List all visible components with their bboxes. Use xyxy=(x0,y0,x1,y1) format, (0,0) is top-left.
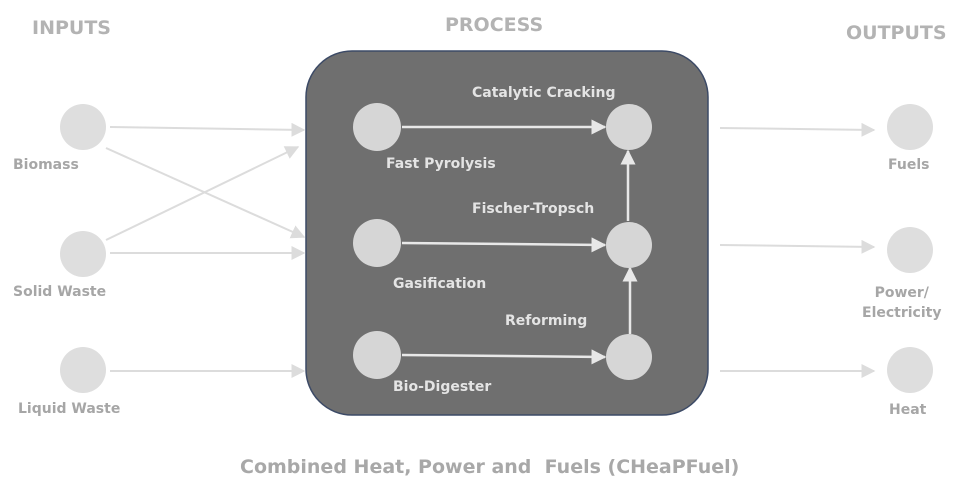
label-reforming: Reforming xyxy=(505,313,588,329)
node-reforming xyxy=(606,334,652,380)
label-heat: Heat xyxy=(889,402,927,418)
label-bio-digester: Bio-Digester xyxy=(393,379,492,395)
label-fuels: Fuels xyxy=(888,157,930,173)
node-fischer-tropsch xyxy=(606,222,652,268)
label-fischer-tropsch: Fischer-Tropsch xyxy=(472,201,595,217)
header-outputs: OUTPUTS xyxy=(846,22,947,44)
arrow-gasification-to-ft xyxy=(401,237,607,253)
node-catalytic-cracking xyxy=(606,104,652,150)
label-gasification: Gasification xyxy=(393,276,487,292)
label-fast-pyrolysis: Fast Pyrolysis xyxy=(386,156,496,172)
node-heat xyxy=(887,347,933,393)
label-solid-waste: Solid Waste xyxy=(13,284,107,300)
label-catalytic-cracking: Catalytic Cracking xyxy=(472,85,616,101)
arrow-biomass-to-pyrolysis xyxy=(109,122,306,137)
header-inputs: INPUTS xyxy=(32,17,111,39)
arrow-to-fuels xyxy=(719,122,876,137)
label-power-line2: Electricity xyxy=(862,305,942,321)
node-biomass xyxy=(60,104,106,150)
node-power xyxy=(887,227,933,273)
arrow-digester-to-reforming xyxy=(401,349,607,365)
node-solid-waste xyxy=(60,231,106,277)
header-process: PROCESS xyxy=(445,14,544,36)
arrow-solidwaste-to-pyrolysis xyxy=(105,146,300,241)
node-liquid-waste xyxy=(60,347,106,393)
diagram-caption: Combined Heat, Power and Fuels (CHeaPFue… xyxy=(240,456,740,478)
node-fuels xyxy=(887,104,933,150)
process-box xyxy=(305,50,709,416)
node-fast-pyrolysis xyxy=(353,103,401,151)
node-bio-digester xyxy=(353,331,401,379)
node-gasification xyxy=(353,219,401,267)
label-power-electricity: Power/ Electricity xyxy=(862,283,941,323)
label-power-line1: Power/ xyxy=(874,285,929,301)
arrow-to-power xyxy=(719,239,876,254)
label-liquid-waste: Liquid Waste xyxy=(18,401,121,417)
label-biomass: Biomass xyxy=(13,157,79,173)
